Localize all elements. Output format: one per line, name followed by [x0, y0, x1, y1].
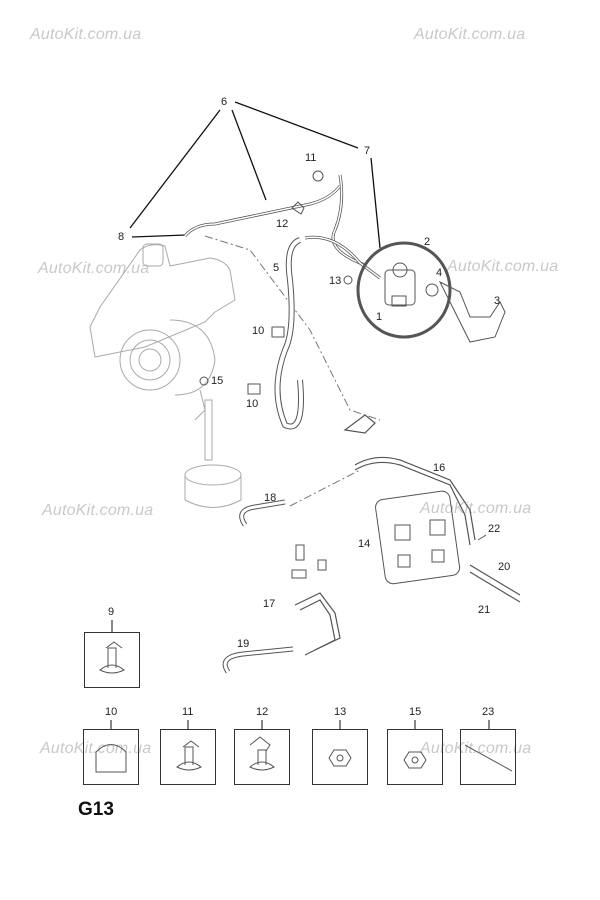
- diagram-code: G13: [78, 799, 114, 820]
- callout-7: 7: [364, 145, 371, 157]
- callout-12: 12: [276, 218, 289, 230]
- detail-label-12: 12: [256, 706, 269, 718]
- vacuum-canister: [375, 490, 461, 585]
- callout-18: 18: [264, 492, 277, 504]
- detail-box-leaders: [110, 620, 490, 729]
- watermark: AutoKit.com.ua: [38, 260, 150, 277]
- detail-label-10: 10: [105, 706, 118, 718]
- callout-4: 4: [436, 267, 443, 279]
- callout-13: 13: [329, 275, 342, 287]
- callout-8: 8: [118, 231, 125, 243]
- detail-box-15: [387, 729, 443, 785]
- callout-21: 21: [478, 604, 491, 616]
- small-parts: [199, 170, 487, 579]
- watermark: AutoKit.com.ua: [420, 500, 532, 517]
- callout-3: 3: [494, 295, 501, 307]
- callout-1: 1: [376, 311, 383, 323]
- detail-label-13: 13: [334, 706, 347, 718]
- detail-label-15: 15: [409, 706, 422, 718]
- callout-15: 15: [211, 375, 224, 387]
- callout-2: 2: [424, 236, 431, 248]
- callout-20: 20: [498, 561, 511, 573]
- detail-label-11: 11: [182, 706, 194, 718]
- turbocharger: [89, 243, 242, 508]
- detail-box-9: [84, 632, 140, 688]
- vacuum-pipes: [294, 414, 521, 656]
- watermark: AutoKit.com.ua: [42, 502, 154, 519]
- callout-5: 5: [273, 262, 280, 274]
- watermark: AutoKit.com.ua: [420, 740, 532, 757]
- detail-box-12: [234, 729, 290, 785]
- detail-label-9: 9: [108, 606, 115, 618]
- detail-box-11: [160, 729, 216, 785]
- callout-10: 10: [252, 325, 265, 337]
- guide-lines: [204, 235, 381, 507]
- callout-17: 17: [263, 598, 276, 610]
- callout-16: 16: [433, 462, 446, 474]
- callout-19: 19: [237, 638, 250, 650]
- callout-10: 10: [246, 398, 259, 410]
- detail-box-icons: [95, 641, 513, 773]
- watermark: AutoKit.com.ua: [414, 26, 526, 43]
- callout-6: 6: [221, 96, 228, 108]
- watermark: AutoKit.com.ua: [447, 258, 559, 275]
- leader-lines: [129, 101, 381, 249]
- detail-box-23: [460, 729, 516, 785]
- watermark: AutoKit.com.ua: [40, 740, 152, 757]
- highlight-circle: [356, 241, 452, 339]
- callout-22: 22: [488, 523, 501, 535]
- detail-box-10: [83, 729, 139, 785]
- detail-box-13: [312, 729, 368, 785]
- solenoid-valve: [384, 262, 506, 343]
- callout-14: 14: [358, 538, 371, 550]
- callout-11: 11: [305, 152, 317, 164]
- detail-label-23: 23: [482, 706, 495, 718]
- watermark: AutoKit.com.ua: [30, 26, 142, 43]
- hoses: [183, 174, 381, 674]
